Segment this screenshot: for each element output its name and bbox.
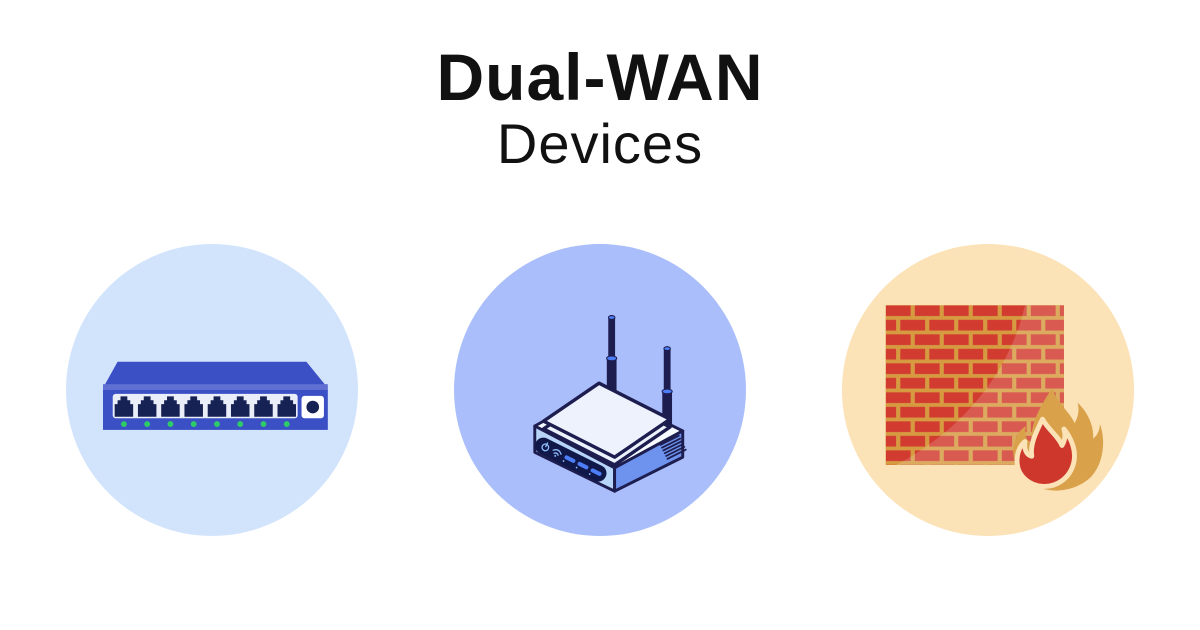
page-title: Dual-WAN xyxy=(436,40,764,114)
wireless-router-icon xyxy=(533,315,687,493)
page-subtitle: Devices xyxy=(496,112,704,175)
router-vents xyxy=(659,434,687,460)
wall-highlight xyxy=(896,305,1064,465)
flame xyxy=(1013,388,1104,491)
device-circle-firewall xyxy=(842,244,1134,536)
firewall-icon xyxy=(885,305,1104,491)
router-front-panel xyxy=(535,437,607,482)
wifi-icon xyxy=(552,449,562,457)
device-circle-switch xyxy=(66,244,358,536)
router-antennas xyxy=(606,315,673,439)
router-led-lights xyxy=(562,455,602,476)
devices-row xyxy=(0,244,1200,536)
heading-block: Dual-WAN Devices xyxy=(0,44,1200,172)
power-icon xyxy=(541,442,550,452)
router-body xyxy=(533,381,687,493)
router-lid-top xyxy=(541,381,672,459)
switch-power-port xyxy=(301,395,324,419)
network-switch-icon xyxy=(102,361,328,430)
switch-led-row xyxy=(120,421,290,427)
switch-body xyxy=(102,361,328,430)
device-circle-router xyxy=(454,244,746,536)
